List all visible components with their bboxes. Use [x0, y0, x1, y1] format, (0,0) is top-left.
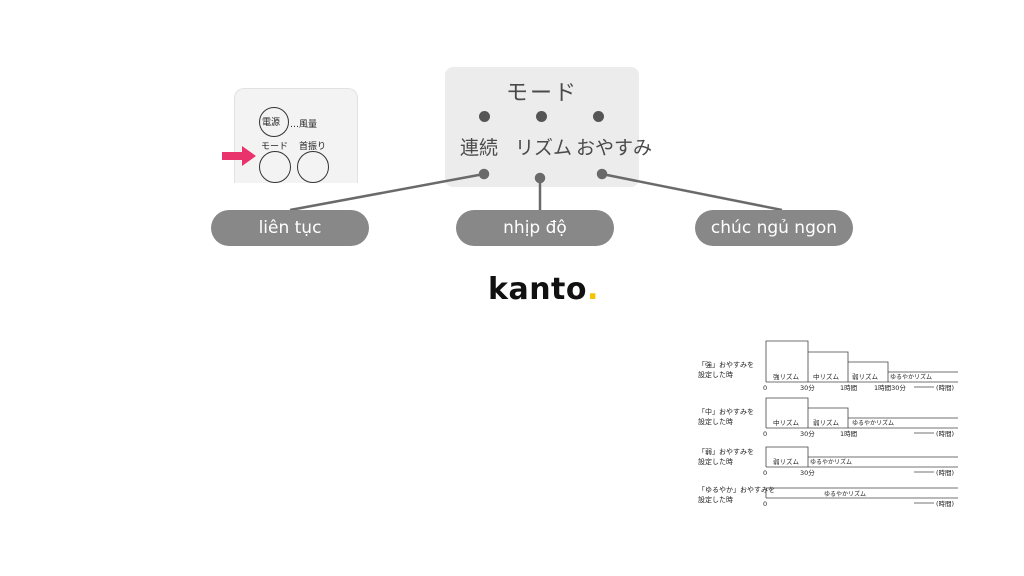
- swing-button: [297, 151, 329, 183]
- tick-label: 1時間30分: [874, 383, 906, 392]
- power-button: [259, 107, 289, 137]
- mode-continuous: 連続: [460, 137, 499, 159]
- indicator-dot-sleep: [593, 111, 604, 122]
- segment-label: 弱リズム: [813, 418, 840, 427]
- segment-label: ゆるやかリズム: [810, 458, 852, 466]
- tick-label: 0: [763, 384, 767, 392]
- brand-dot: .: [587, 272, 599, 307]
- tick-label: 0: [763, 469, 767, 477]
- pink-arrow-icon: [222, 146, 256, 166]
- mode-panel: モード 連続 リズム おやすみ: [445, 67, 652, 187]
- row-label: 設定した時: [698, 370, 733, 379]
- sleep-timeline-chart: 「強」おやすみを 設定した時 強リズム 中リズム 弱リズム ゆるやかリズム 0 …: [698, 340, 958, 508]
- segment-label: 中リズム: [773, 418, 800, 427]
- tick-label: 30分: [800, 383, 815, 392]
- mode-label: モード: [261, 142, 289, 152]
- mode-sleep: おやすみ: [576, 137, 653, 159]
- kanto-logo: kanto.: [488, 272, 599, 307]
- tick-label: 30分: [800, 429, 815, 438]
- brand-name: kanto: [488, 272, 588, 307]
- segment-label: 弱リズム: [852, 372, 879, 381]
- rhythm-step-outline: [765, 340, 958, 382]
- timeline-row-gentle: 「ゆるやか」おやすみを 設定した時 ゆるやかリズム 0 (時間): [698, 486, 958, 508]
- remote-control-photo: 電源 …風量 モード 首振り: [234, 88, 358, 183]
- timeline-row-strong: 「強」おやすみを 設定した時 強リズム 中リズム 弱リズム ゆるやかリズム 0 …: [698, 340, 958, 392]
- tick-label: 0: [763, 500, 767, 508]
- row-label: 「ゆるやか」おやすみを: [698, 486, 775, 494]
- segment-label: 強リズム: [773, 372, 800, 381]
- row-label: 「強」おやすみを: [698, 361, 754, 369]
- indicator-dot-rhythm: [536, 111, 547, 122]
- row-label: 設定した時: [698, 417, 733, 426]
- row-label: 「中」おやすみを: [698, 407, 754, 416]
- tick-label: 1時間: [840, 430, 857, 438]
- tick-label: 1時間: [840, 384, 857, 392]
- row-label: 設定した時: [698, 457, 733, 466]
- pill-rhythm: nhịp độ: [456, 210, 614, 246]
- axis-unit: (時間): [936, 500, 954, 508]
- row-label: 「弱」おやすみを: [698, 448, 754, 456]
- tick-label: 0: [763, 430, 767, 438]
- indicator-dot-continuous: [479, 111, 490, 122]
- timeline-row-weak: 「弱」おやすみを 設定した時 弱リズム ゆるやかリズム 0 30分 (時間): [698, 446, 958, 477]
- power-suffix: …風量: [290, 120, 318, 130]
- segment-label: ゆるやかリズム: [890, 373, 932, 381]
- axis-unit: (時間): [936, 430, 954, 438]
- rhythm-step-outline: [765, 487, 958, 498]
- pill-sleep: chúc ngủ ngon: [695, 210, 853, 246]
- segment-label: ゆるやかリズム: [852, 419, 894, 427]
- row-label: 設定した時: [698, 495, 733, 504]
- power-label: 電源: [262, 118, 281, 128]
- swing-label: 首振り: [299, 142, 327, 152]
- segment-label: 弱リズム: [773, 457, 800, 466]
- timeline-row-medium: 「中」おやすみを 設定した時 中リズム 弱リズム ゆるやかリズム 0 30分 1…: [698, 397, 958, 438]
- mode-button: [259, 151, 291, 183]
- mode-rhythm: リズム: [515, 137, 573, 159]
- panel-title: モード: [505, 81, 578, 106]
- tick-label: 30分: [800, 468, 815, 477]
- pill-continuous: liên tục: [211, 210, 369, 246]
- segment-label: 中リズム: [813, 372, 840, 381]
- axis-unit: (時間): [936, 384, 954, 392]
- rhythm-step-outline: [765, 446, 958, 467]
- segment-label: ゆるやかリズム: [824, 490, 866, 498]
- axis-unit: (時間): [936, 469, 954, 477]
